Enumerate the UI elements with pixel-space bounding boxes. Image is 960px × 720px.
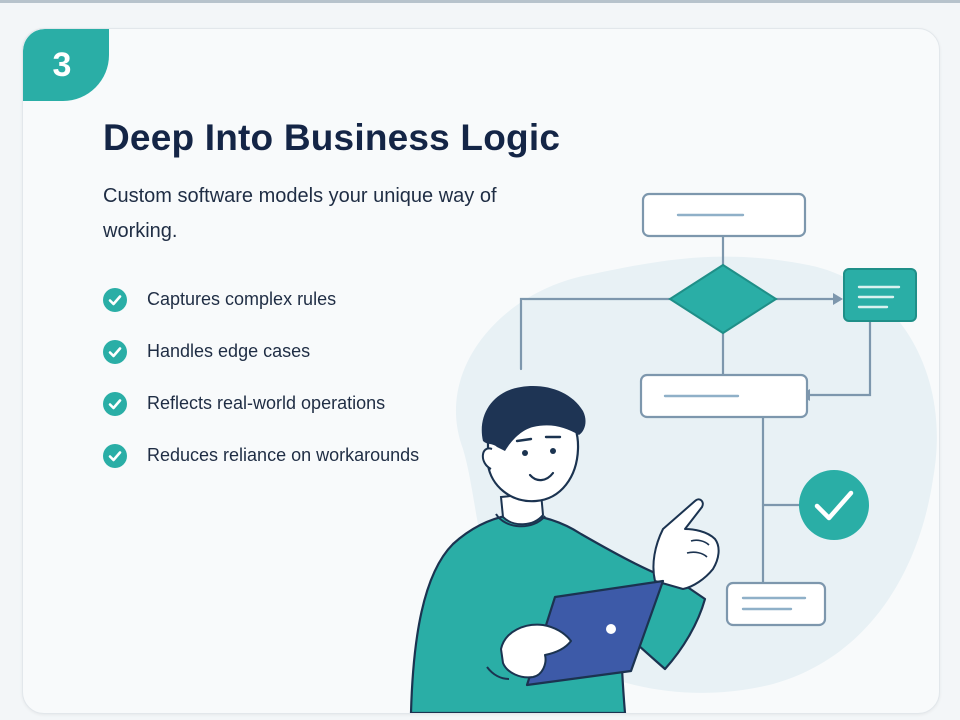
feature-label: Captures complex rules [147, 289, 337, 309]
slide-subtitle: Custom software models your unique way o… [103, 185, 497, 242]
arrow-head-icon [833, 293, 843, 305]
flow-connector [806, 320, 872, 397]
flowchart-illustration [409, 192, 937, 713]
feature-item: Handles edge cases [103, 335, 423, 368]
feature-item: Reduces reliance on workarounds [103, 439, 423, 472]
feature-label: Reflects real-world operations [147, 393, 386, 413]
flow-decision-diamond [668, 263, 778, 335]
feature-item: Captures complex rules [103, 283, 423, 316]
check-circle-icon [103, 340, 127, 364]
feature-list: Captures complex rules Handles edge case… [103, 283, 423, 491]
flow-connector [519, 297, 672, 371]
feature-label: Reduces reliance on workarounds [147, 445, 420, 465]
feature-item: Reflects real-world operations [103, 387, 423, 420]
check-circle-icon [103, 392, 127, 416]
flow-success-check-icon [799, 470, 869, 540]
person-figure [409, 386, 720, 713]
person-pointing-hand [652, 498, 720, 590]
person-hair [481, 386, 586, 451]
slide-card: 3 Deep Into Business Logic Custom softwa… [22, 28, 940, 714]
check-circle-icon [103, 288, 127, 312]
feature-label: Handles edge cases [147, 341, 311, 361]
person-holding-hand [500, 623, 572, 679]
top-rule [0, 0, 960, 3]
check-circle-icon [103, 444, 127, 468]
flow-output-box [843, 268, 917, 322]
flow-process-box [725, 581, 827, 627]
slide-title: Deep Into Business Logic [103, 117, 561, 158]
step-number-badge: 3 [23, 29, 109, 101]
